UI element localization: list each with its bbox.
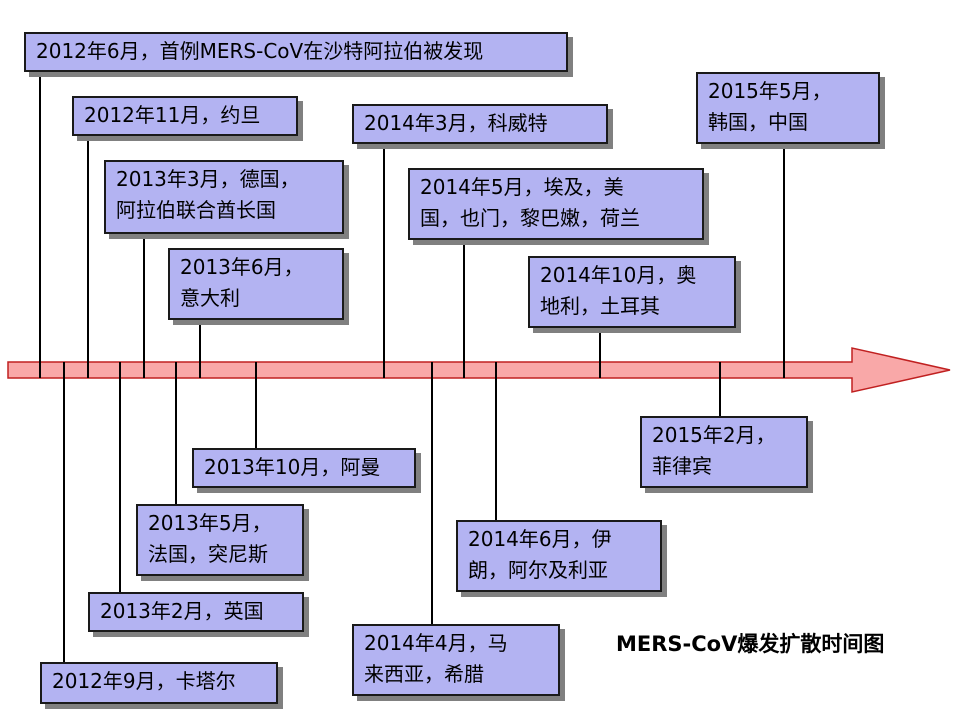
connector-lines xyxy=(39,72,785,662)
event-box-2012-09: 2012年9月，卡塔尔 xyxy=(40,662,278,704)
event-box-2013-05: 2013年5月， 法国，突尼斯 xyxy=(136,504,304,576)
event-box-2015-05: 2015年5月， 韩国，中国 xyxy=(696,72,880,144)
event-box-2014-05: 2014年5月，埃及，美 国，也门，黎巴嫩，荷兰 xyxy=(408,168,704,240)
event-box-2014-06: 2014年6月，伊 朗，阿尔及利亚 xyxy=(456,520,662,592)
event-box-2013-10: 2013年10月，阿曼 xyxy=(192,448,416,488)
event-box-2014-10: 2014年10月，奥 地利，土耳其 xyxy=(528,256,736,328)
event-box-2014-04: 2014年4月，马 来西亚，希腊 xyxy=(352,624,560,696)
event-box-2014-03: 2014年3月，科威特 xyxy=(352,104,608,144)
event-box-2012-06: 2012年6月，首例MERS-CoV在沙特阿拉伯被发现 xyxy=(24,32,568,72)
event-box-2012-11: 2012年11月，约旦 xyxy=(72,96,298,136)
event-box-2013-06: 2013年6月， 意大利 xyxy=(168,248,344,320)
event-box-2013-03: 2013年3月，德国， 阿拉伯联合酋长国 xyxy=(104,160,344,234)
timeline-arrow xyxy=(7,347,951,393)
event-box-2013-02: 2013年2月，英国 xyxy=(88,592,304,632)
event-box-2015-02: 2015年2月， 菲律宾 xyxy=(640,416,808,488)
diagram-title: MERS-CoV爆发扩散时间图 xyxy=(616,632,885,656)
